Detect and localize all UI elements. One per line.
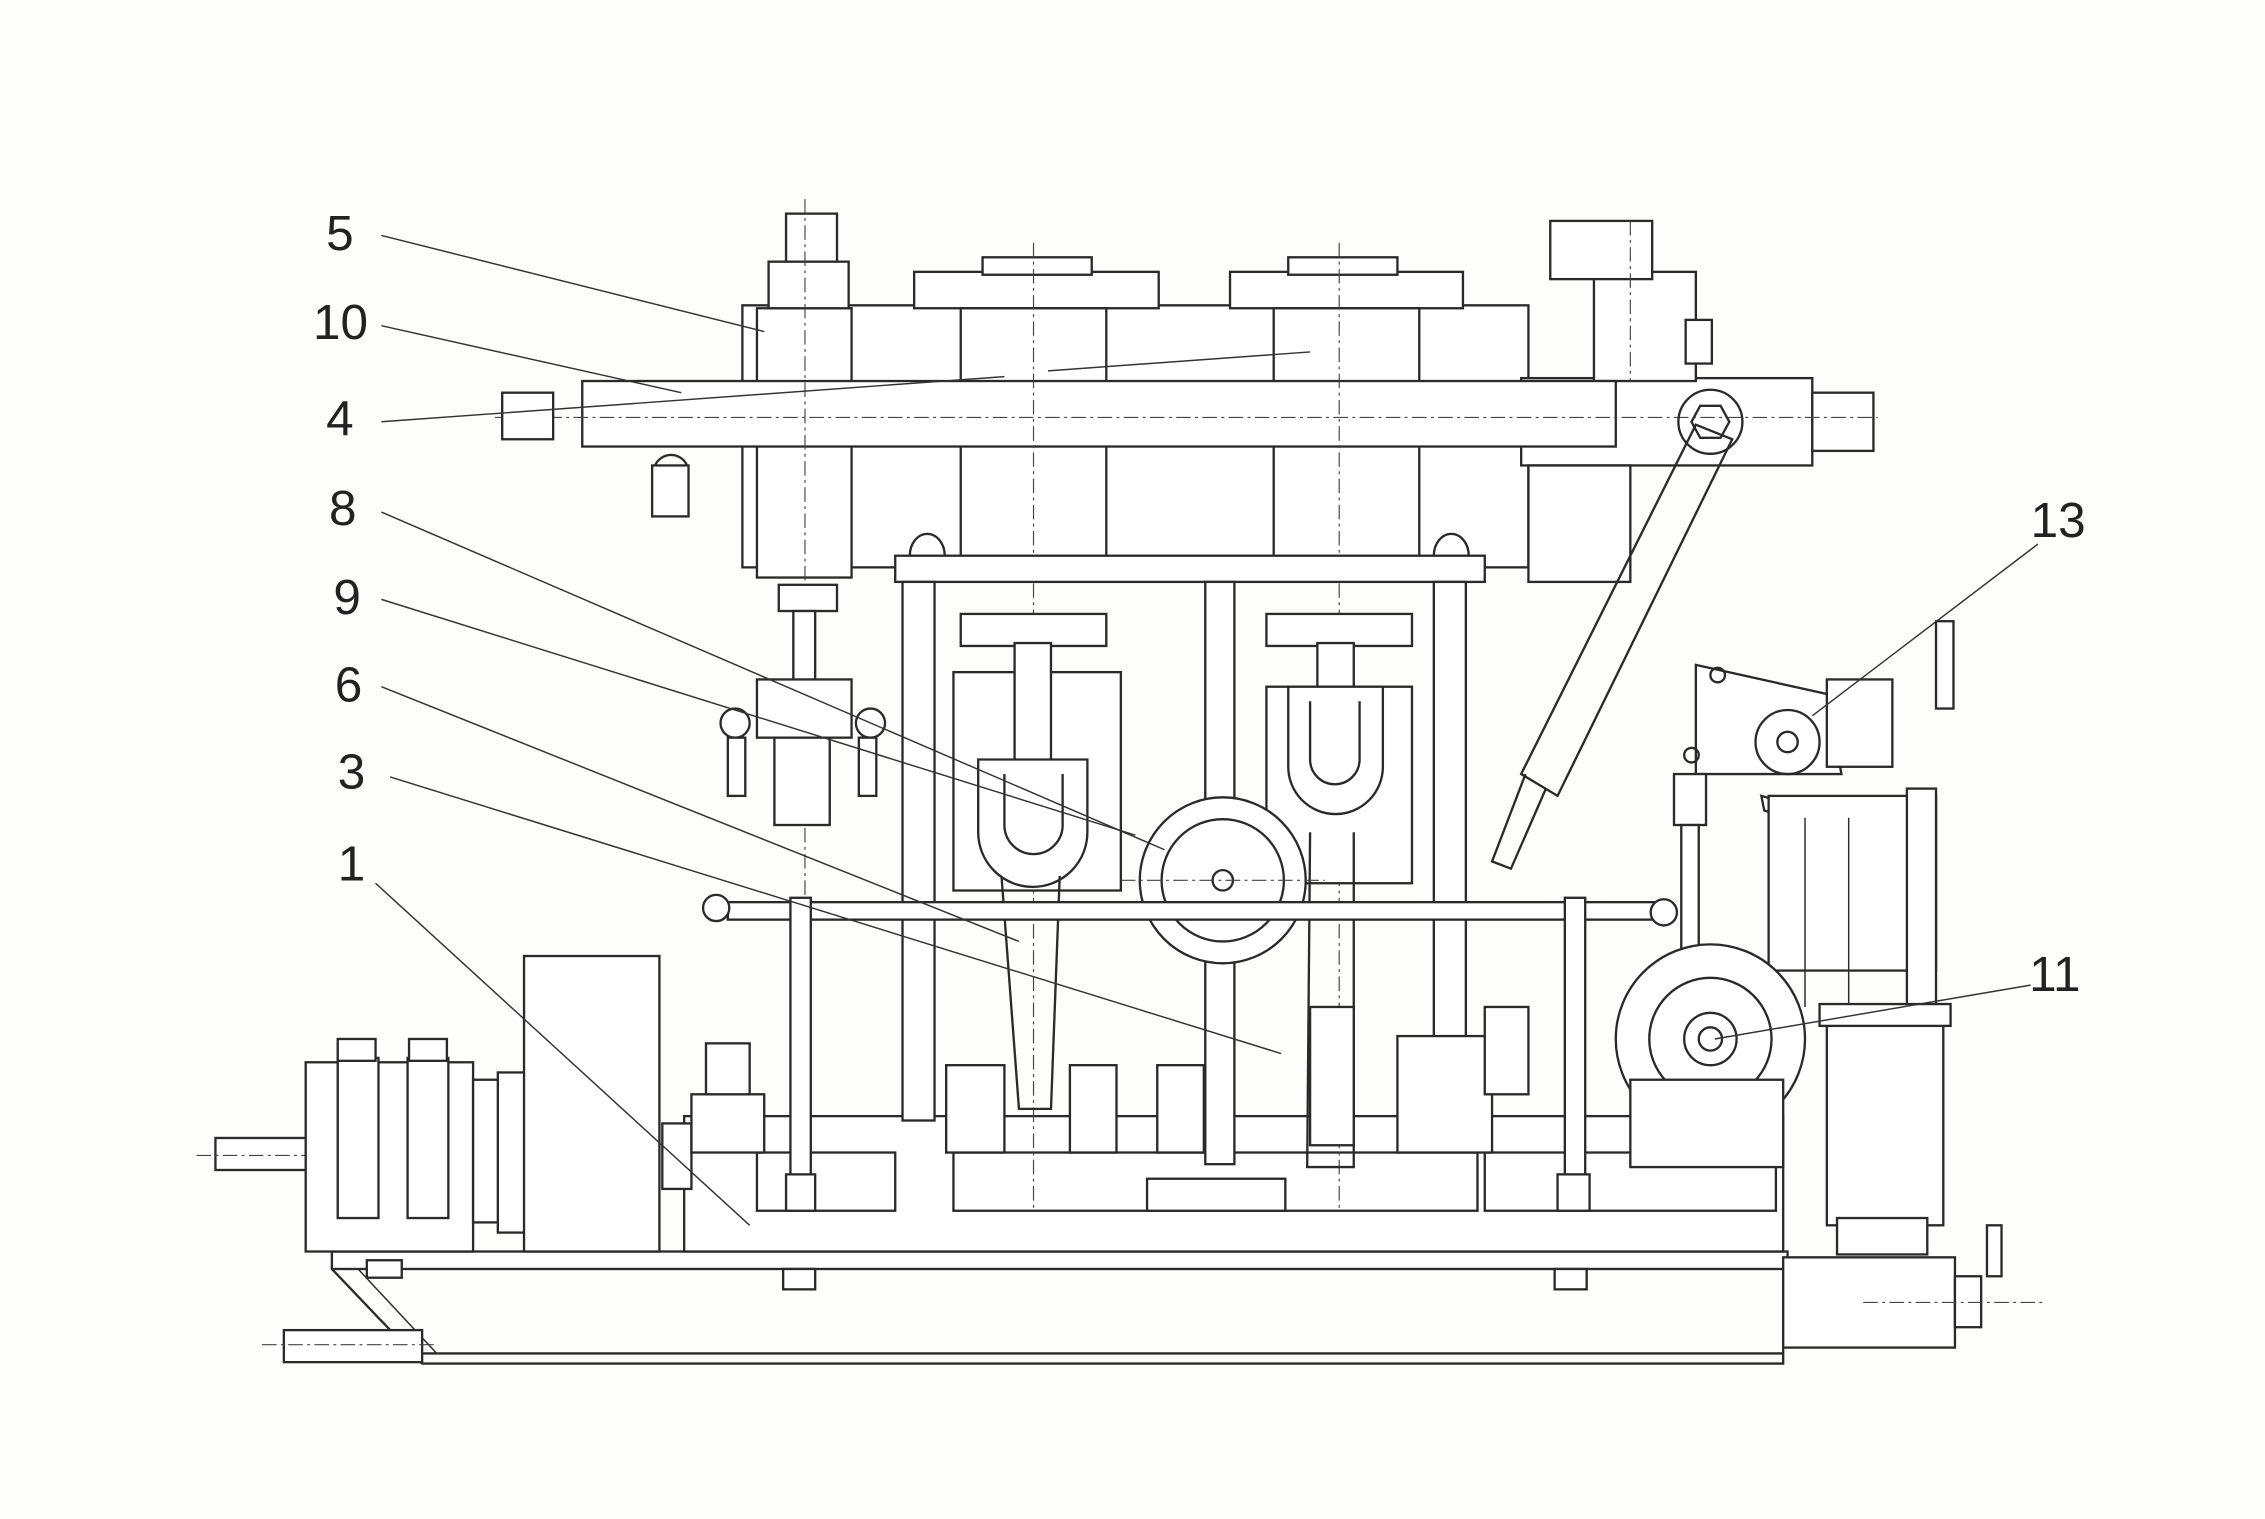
label-10: 10 — [313, 295, 368, 350]
label-9: 9 — [333, 570, 361, 625]
columns — [894, 532, 1486, 1169]
label-1: 1 — [338, 836, 366, 891]
label-4: 4 — [326, 391, 354, 446]
shaft-coupling — [196, 954, 661, 1279]
leader-lines — [375, 234, 2039, 1226]
label-11: 11 — [2029, 947, 2080, 1002]
part-labels: 5 10 4 8 9 6 3 1 13 11 — [313, 206, 2086, 1002]
label-6: 6 — [335, 657, 363, 712]
label-3: 3 — [338, 745, 366, 800]
label-13: 13 — [2031, 493, 2086, 548]
base-plate — [262, 1224, 2046, 1365]
lower-pumps — [690, 1005, 1530, 1212]
label-8: 8 — [329, 481, 357, 536]
weigh-shaft — [701, 893, 1679, 1291]
label-5: 5 — [326, 206, 354, 261]
cylinder-block — [494, 199, 1878, 1211]
worm-wheel — [1614, 943, 1952, 1256]
eccentric-disc — [1120, 796, 1325, 965]
valve-gear-left — [719, 583, 887, 827]
